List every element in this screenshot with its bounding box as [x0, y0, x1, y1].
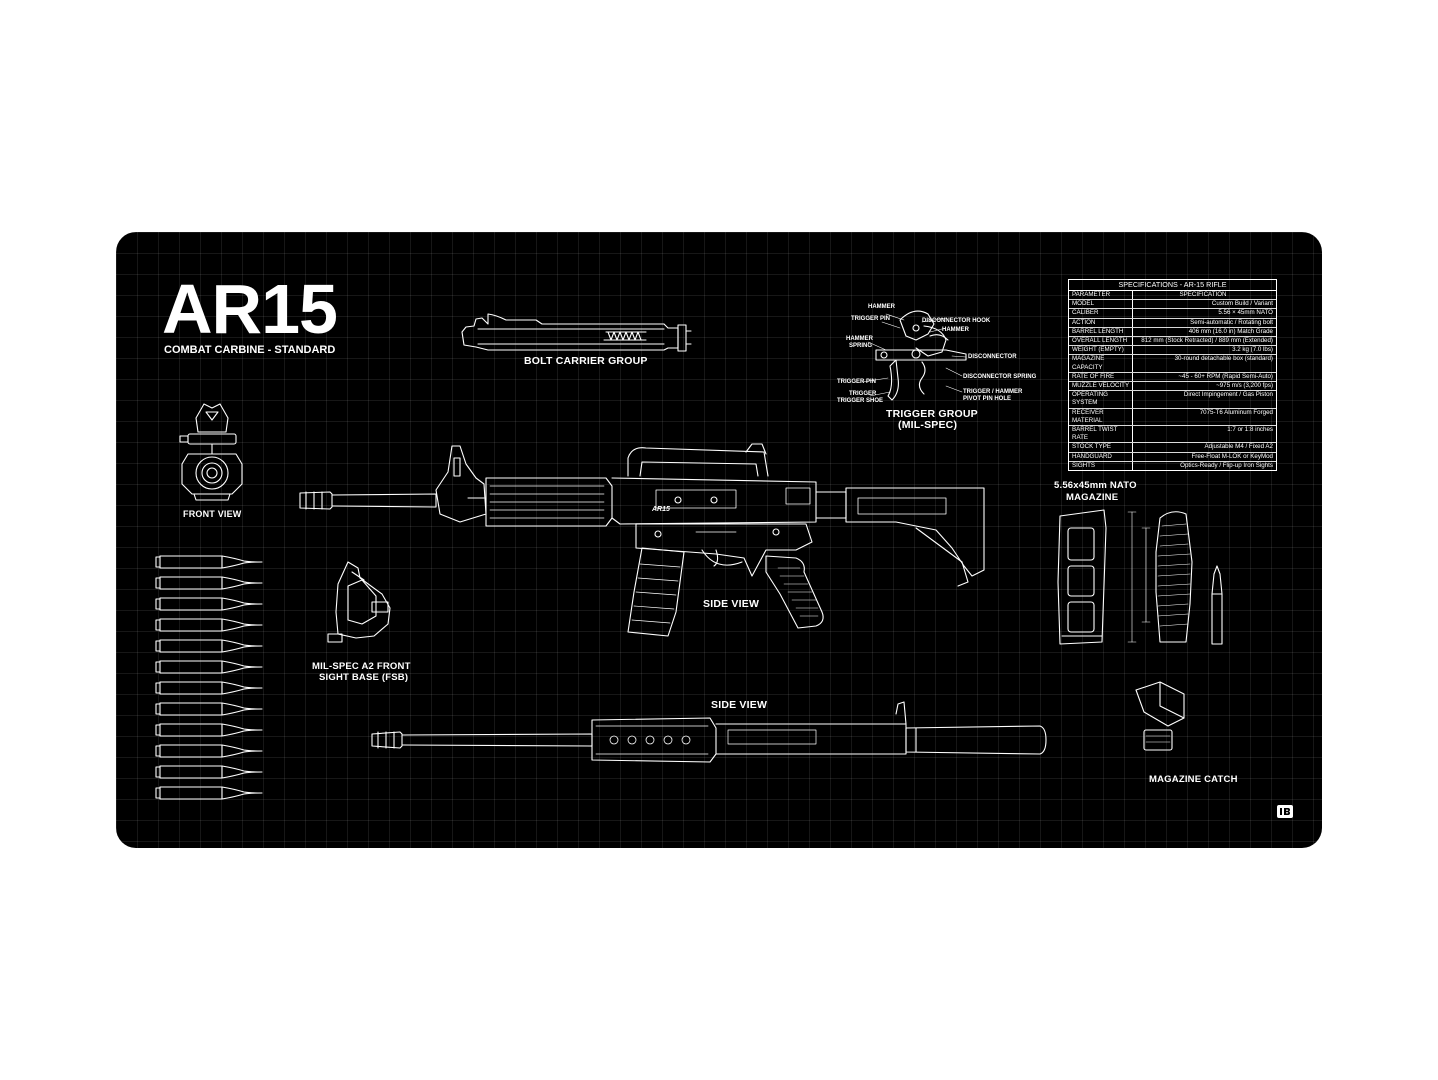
table-row: MUZZLE VELOCITY ~975 m/s (3,200 fps) — [1069, 382, 1276, 392]
spec-param: OPERATING SYSTEM — [1069, 391, 1133, 408]
caption-side-view-main: SIDE VIEW — [703, 598, 760, 610]
spec-value: 5.56 × 45mm NATO — [1218, 309, 1273, 317]
caption-trigger-group-spec: (MIL-SPEC) — [898, 419, 958, 431]
caption-front-view: FRONT VIEW — [183, 509, 242, 519]
rifle-side-view-drawing — [299, 443, 985, 637]
caption-fsb-line1: MIL-SPEC A2 FRONT — [312, 661, 411, 672]
spec-param: RATE OF FIRE — [1069, 372, 1133, 382]
magazine-catch-drawing — [1135, 681, 1185, 751]
spec-value: Free-Float M-LOK or KeyMod — [1191, 452, 1274, 460]
label-hammer-spring-2: SPRING — [849, 343, 873, 349]
specifications-table: SPECIFICATIONS - AR-15 RIFLE PARAMETER S… — [1068, 279, 1277, 472]
label-disconnector-spring: DISCONNECTOR SPRING — [963, 374, 1037, 380]
label-trigger-1: TRIGGER — [849, 391, 877, 397]
specs-col-specification: SPECIFICATION — [1179, 291, 1227, 298]
table-row: OVERALL LENGTH 812 mm (Stock Retracted) /… — [1069, 337, 1276, 347]
table-row: SIGHTS Optics-Ready / Flip-up Iron Sights — [1069, 461, 1276, 471]
blueprint-art — [155, 310, 1223, 800]
table-row: RECEIVER MATERIAL 7075-T6 Aluminum Forged — [1069, 408, 1276, 427]
specs-title: SPECIFICATIONS - AR-15 RIFLE — [1069, 280, 1276, 291]
specs-col-parameter: PARAMETER — [1069, 291, 1133, 300]
table-row: ACTION Semi-automatic / Rotating bolt — [1069, 318, 1276, 328]
label-hammer-right: HAMMER — [942, 327, 969, 333]
spec-param: MUZZLE VELOCITY — [1069, 382, 1133, 391]
brand-logo-icon — [1277, 805, 1293, 818]
spec-value: 30-round detachable box (standard) — [1174, 355, 1273, 363]
spec-param: RECEIVER MATERIAL — [1069, 408, 1133, 426]
trigger-group-drawing — [861, 310, 967, 401]
spec-value: ~975 m/s (3,200 fps) — [1216, 382, 1273, 390]
spec-param: CALIBER — [1069, 309, 1133, 318]
label-hammer-top: HAMMER — [868, 304, 895, 310]
table-row: WEIGHT (EMPTY) 3.2 kg (7.0 lbs) — [1069, 346, 1276, 356]
label-trigger-pin-top: TRIGGER PIN — [851, 316, 891, 322]
front-view-drawing — [179, 403, 243, 501]
cartridge — [155, 555, 263, 569]
spec-param: SIGHTS — [1069, 461, 1133, 471]
front-sight-base-drawing — [327, 561, 391, 643]
caption-trigger-group: TRIGGER GROUP — [886, 408, 978, 420]
caption-fsb-line2: SIGHT BASE (FSB) — [319, 672, 409, 683]
label-disconnector: DISCONNECTOR — [968, 354, 1017, 360]
specs-column-headers: PARAMETER SPECIFICATION — [1069, 291, 1276, 301]
spec-param: STOCK TYPE — [1069, 443, 1133, 452]
spec-value: 7075-T6 Aluminum Forged — [1199, 408, 1273, 416]
cartridge-column — [155, 555, 263, 800]
spec-value: Custom Build / Variant — [1211, 300, 1273, 308]
spec-value: 3.2 kg (7.0 lbs) — [1232, 346, 1273, 354]
spec-value: ~45 - 60+ RPM (Rapid Semi-Auto) — [1178, 372, 1273, 380]
spec-value: 406 mm (16.0 in) Match Grade — [1188, 327, 1273, 335]
label-pivot-1: TRIGGER / HAMMER — [963, 389, 1023, 395]
table-row: STOCK TYPE Adjustable M4 / Fixed A2 — [1069, 443, 1276, 453]
receiver-marking: AR15 — [652, 506, 670, 513]
rifle-upper-side-view-drawing — [371, 701, 1047, 763]
table-row: BARREL LENGTH 406 mm (16.0 in) Match Grad… — [1069, 327, 1276, 338]
spec-value: Direct Impingement / Gas Piston — [1183, 391, 1273, 399]
spec-param: HANDGUARD — [1069, 452, 1133, 461]
spec-value: 1:7 or 1:8 inches — [1227, 426, 1273, 434]
gun-mat: AR15 COMBAT CARBINE - STANDARD BOLT CARR… — [116, 232, 1322, 848]
spec-param: BARREL LENGTH — [1069, 327, 1133, 337]
caption-magazine: MAGAZINE — [1066, 492, 1119, 503]
table-row: MODEL Custom Build / Variant — [1069, 300, 1276, 310]
label-pivot-2: PIVOT PIN HOLE — [963, 396, 1012, 402]
spec-param: MODEL — [1069, 300, 1133, 309]
spec-param: MAGAZINE CAPACITY — [1069, 355, 1133, 372]
bolt-carrier-group-drawing — [461, 313, 692, 352]
caption-bolt-carrier-group: BOLT CARRIER GROUP — [524, 355, 648, 367]
table-row: OPERATING SYSTEM Direct Impingement / Gas… — [1069, 391, 1276, 409]
caption-magazine-caliber: 5.56x45mm NATO — [1054, 480, 1137, 491]
table-row: CALIBER 5.56 × 45mm NATO — [1069, 309, 1276, 319]
spec-param: BARREL TWIST RATE — [1069, 426, 1133, 443]
mat-title: AR15 — [162, 270, 338, 348]
table-row: RATE OF FIRE ~45 - 60+ RPM (Rapid Semi-Au… — [1069, 372, 1276, 383]
table-row: MAGAZINE CAPACITY 30-round detachable box… — [1069, 355, 1276, 373]
label-hammer-spring-1: HAMMER — [846, 336, 873, 342]
table-row: HANDGUARD Free-Float M-LOK or KeyMod — [1069, 452, 1276, 462]
spec-value: Adjustable M4 / Fixed A2 — [1204, 443, 1273, 451]
spec-value: Semi-automatic / Rotating bolt — [1190, 318, 1273, 326]
spec-value: Optics-Ready / Flip-up Iron Sights — [1180, 461, 1273, 469]
table-row: BARREL TWIST RATE 1:7 or 1:8 inches — [1069, 426, 1276, 444]
label-trigger-2: TRIGGER SHOE — [837, 398, 884, 404]
spec-value: 812 mm (Stock Retracted) / 889 mm (Exten… — [1141, 337, 1273, 345]
magazine-drawing — [1057, 509, 1223, 645]
label-disconnector-hook: DISCONNECTOR HOOK — [922, 318, 991, 324]
spec-param: ACTION — [1069, 318, 1133, 327]
spec-param: WEIGHT (EMPTY) — [1069, 346, 1133, 355]
mat-subtitle: COMBAT CARBINE - STANDARD — [164, 344, 336, 356]
caption-magazine-catch: MAGAZINE CATCH — [1149, 774, 1238, 785]
spec-param: OVERALL LENGTH — [1069, 337, 1133, 346]
caption-side-view-lower: SIDE VIEW — [711, 699, 768, 711]
label-trigger-pin-bottom: TRIGGER PIN — [837, 379, 877, 385]
